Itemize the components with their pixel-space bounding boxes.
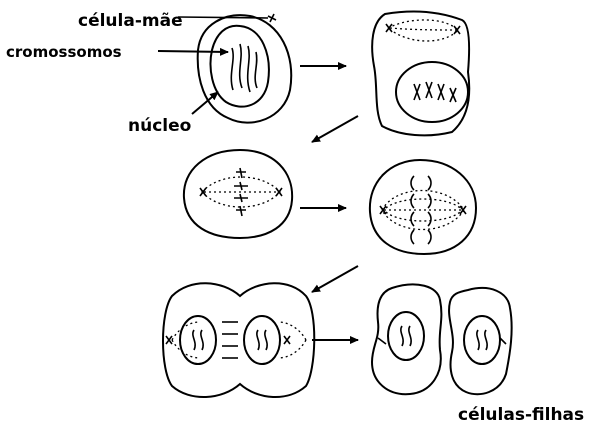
daughter-cell-left bbox=[372, 284, 441, 394]
stage-anaphase-cell bbox=[370, 160, 476, 254]
stage-telophase-cell bbox=[163, 283, 314, 397]
pointer-chromosomes bbox=[158, 51, 228, 52]
stage-prophase-cell bbox=[372, 12, 469, 136]
label-nucleus: núcleo bbox=[128, 116, 191, 136]
arrow-2 bbox=[312, 116, 358, 142]
stage-daughter-cells bbox=[372, 284, 512, 394]
label-mother-cell: célula-mãe bbox=[78, 11, 183, 31]
stage-metaphase-cell bbox=[184, 150, 292, 238]
label-daughter-cells: células-filhas bbox=[458, 405, 584, 425]
pointer-mother-cell bbox=[178, 17, 268, 18]
label-chromosomes: cromossomos bbox=[6, 43, 122, 61]
arrow-4 bbox=[312, 266, 358, 292]
